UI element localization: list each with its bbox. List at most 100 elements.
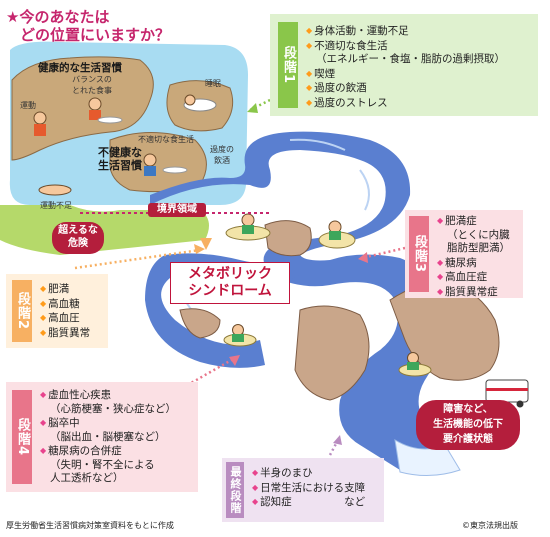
final-stage-item: ◆半身のまひ: [252, 466, 365, 481]
diamond-bullet-icon: ◆: [40, 298, 47, 308]
item-text: 日常生活における支障: [260, 481, 366, 494]
diamond-bullet-icon: ◆: [252, 497, 259, 506]
item-text: 糖尿病: [445, 256, 477, 269]
final-stage-box: 最終段階 ◆半身のまひ◆日常生活における支障◆認知症 など: [222, 458, 384, 522]
item-text: 身体活動・運動不足: [314, 25, 409, 37]
island-landmass: [11, 56, 154, 161]
footer-copyright: ©東京法規出版: [462, 521, 518, 530]
stage1-list: ◆身体活動・運動不足◆不適切な食生活（エネルギー・食塩・脂肪の過剰摂取）◆喫煙◆…: [306, 24, 505, 110]
stage2-item: ◆脂質異常: [40, 326, 90, 341]
person-unhealthy-icon: [143, 153, 188, 176]
final-stage-item: ◆日常生活における支障: [252, 481, 365, 496]
item-text: 過度のストレス: [314, 96, 388, 109]
disability-label: 障害など、 生活機能の低下 要介護状態: [416, 400, 520, 450]
boundary-label: 境界領域: [148, 203, 206, 217]
stage4-item: ◆糖尿病の合併症: [40, 444, 176, 459]
item-text: （とくに内臓: [447, 228, 510, 241]
diamond-bullet-icon: ◆: [437, 216, 444, 225]
diamond-bullet-icon: ◆: [306, 97, 313, 107]
item-text: （脳出血・脳梗塞など）: [50, 430, 166, 443]
item-text: 脂質異常: [48, 326, 91, 339]
unhealthy-label: 不健康な 生活習慣: [98, 146, 142, 172]
stage3-box: 段階3 ◆肥満症（とくに内臓脂肪型肥満）◆糖尿病◆高血圧症◆脂質異常症: [405, 210, 523, 298]
stage2-item: ◆肥満: [40, 282, 90, 297]
item-text: 喫煙: [314, 67, 336, 80]
person-lazy-icon: [38, 184, 72, 196]
item-text: 脳卒中: [48, 417, 80, 429]
diamond-bullet-icon: ◆: [437, 272, 444, 281]
person-exercise-icon: [33, 111, 47, 136]
diamond-bullet-icon: ◆: [40, 446, 47, 455]
stage1-item: ◆喫煙: [306, 67, 505, 82]
stage2-list: ◆肥満◆高血糖◆高血圧◆脂質異常: [40, 282, 90, 340]
item-text: （失明・腎不全による: [50, 458, 155, 471]
healthy-label: 健康的な生活習慣: [38, 62, 122, 74]
footer-source: 厚生労働省生活習慣病対策室資料をもとに作成: [6, 521, 174, 530]
item-text: 半身のまひ: [260, 467, 313, 479]
stage4-item: （脳出血・脳梗塞など）: [40, 431, 176, 445]
final-stage-list: ◆半身のまひ◆日常生活における支障◆認知症 など: [252, 466, 365, 510]
diamond-bullet-icon: ◆: [40, 390, 47, 399]
arrow-stage3: [361, 246, 406, 260]
stage4-item: ◆脳卒中: [40, 416, 176, 431]
balanced-label: バランスの とれた食事: [72, 75, 112, 95]
item-text: 虚血性心疾患: [48, 389, 112, 401]
lack-exercise-label: 運動不足: [40, 201, 72, 210]
stage3-item: ◆高血圧症: [437, 270, 510, 285]
diamond-bullet-icon: ◆: [40, 327, 47, 337]
sleep-label: 睡眠: [205, 79, 221, 88]
item-text: 高血糖: [48, 297, 80, 310]
item-text: 脂肪型肥満）: [447, 242, 510, 254]
diamond-bullet-icon: ◆: [252, 468, 259, 477]
stage2-box: 段階2 ◆肥満◆高血糖◆高血圧◆脂質異常: [6, 274, 108, 348]
stage2-tab: 段階2: [12, 280, 32, 342]
ambulance-icon: [485, 379, 529, 408]
person-stage3-icon: [318, 220, 356, 249]
stage3-item: ◆糖尿病: [437, 256, 510, 271]
arrow-stage2: [74, 248, 201, 270]
stage4-item: 人工透析など）: [40, 472, 176, 486]
diamond-bullet-icon: ◆: [40, 313, 47, 322]
stage4-item: （失明・腎不全による: [40, 459, 176, 473]
final-stage-tab: 最終段階: [226, 462, 244, 518]
metabolic-syndrome-label: メタボリック シンドローム: [170, 262, 290, 304]
stage1-item: ◆不適切な食生活: [306, 39, 505, 54]
item-text: 高血圧: [48, 312, 80, 324]
stage2-item: ◆高血糖: [40, 297, 90, 312]
stage4-list: ◆虚血性心疾患（心筋梗塞・狭心症など）◆脳卒中（脳出血・脳梗塞など）◆糖尿病の合…: [40, 388, 176, 486]
item-text: 肥満: [48, 283, 70, 295]
stage4-tab: 段階4: [12, 390, 32, 484]
stage3-item: （とくに内臓: [437, 229, 510, 243]
cliff-middle: [294, 305, 370, 401]
item-text: 過度の飲酒: [314, 82, 367, 94]
arrow-stage1: [249, 98, 271, 112]
diamond-bullet-icon: ◆: [252, 482, 259, 492]
item-text: 高血圧症: [445, 271, 488, 283]
stage3-item: 脂肪型肥満）: [437, 242, 510, 256]
stage3-item: ◆脂質異常症: [437, 285, 510, 300]
stage4-item: （心筋梗塞・狭心症など）: [40, 403, 176, 417]
item-text: 肥満症: [445, 215, 477, 227]
diamond-bullet-icon: ◆: [40, 284, 47, 293]
danger-label: 超えるな 危険: [52, 222, 104, 254]
diamond-bullet-icon: ◆: [306, 83, 313, 92]
stage1-item: ◆身体活動・運動不足: [306, 24, 505, 39]
drinking-label: 過度の 飲酒: [210, 145, 234, 165]
arrow-boundary: [200, 238, 212, 250]
item-text: 人工透析など）: [50, 472, 124, 484]
person-stage4-icon: [223, 324, 257, 347]
stage1-item: ◆過度の飲酒: [306, 81, 505, 96]
item-text: 糖尿病の合併症: [48, 445, 122, 457]
cliff-small: [264, 220, 312, 257]
diamond-bullet-icon: ◆: [306, 40, 313, 50]
title-line-2: どの位置にいますか？: [20, 26, 171, 44]
exercise-label: 運動: [20, 101, 36, 110]
stage3-item: ◆肥満症: [437, 214, 510, 229]
diamond-bullet-icon: ◆: [437, 286, 444, 296]
rock-middle-left: [179, 308, 221, 339]
final-stage-item: ◆認知症 など: [252, 495, 365, 510]
person-sleep-icon: [183, 94, 217, 112]
item-text: （心筋梗塞・狭心症など）: [50, 402, 176, 415]
item-text: （エネルギー・食塩・脂肪の過剰摂取）: [316, 53, 505, 65]
